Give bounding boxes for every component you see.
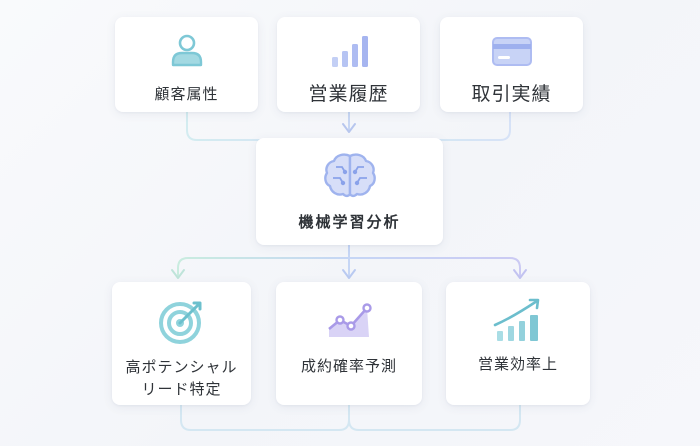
arrow-into-center bbox=[342, 123, 356, 133]
arrow-output-3 bbox=[513, 269, 527, 279]
input-card-sales-history: 営業履歴 bbox=[277, 17, 420, 112]
input-card-customer: 顧客属性 bbox=[115, 17, 258, 112]
output-label-efficiency: 営業効率上 bbox=[477, 355, 558, 373]
brain-circuit-icon bbox=[323, 153, 376, 198]
connector-bottom bbox=[180, 405, 521, 431]
output-label-lead-line2: リード特定 bbox=[141, 380, 222, 398]
output-label-lead-line1: 高ポテンシャル bbox=[125, 358, 238, 376]
growth-bars-icon bbox=[493, 298, 540, 341]
input-card-transactions: 取引実績 bbox=[440, 17, 583, 112]
output-label-lead: 高ポテンシャル リード特定 bbox=[125, 356, 237, 400]
output-label-close-prediction: 成約確率予測 bbox=[300, 357, 397, 375]
connector-output-branch bbox=[177, 257, 521, 276]
output-card-close-prediction: 成約確率予測 bbox=[276, 282, 422, 405]
arrow-output-1 bbox=[171, 269, 185, 279]
person-icon bbox=[171, 34, 202, 67]
arrow-output-2 bbox=[342, 269, 356, 279]
target-icon bbox=[158, 301, 201, 344]
connector-input-3 bbox=[349, 112, 511, 141]
output-card-sales-efficiency: 営業効率上 bbox=[446, 282, 590, 405]
output-card-lead-identification: 高ポテンシャル リード特定 bbox=[112, 282, 251, 405]
bar-chart-icon bbox=[331, 36, 368, 67]
input-label-customer: 顧客属性 bbox=[154, 85, 219, 103]
credit-card-icon bbox=[491, 37, 532, 66]
center-card-ml-analysis: 機械学習分析 bbox=[256, 138, 443, 245]
input-label-transactions: 取引実績 bbox=[471, 83, 552, 105]
center-label: 機械学習分析 bbox=[298, 213, 401, 231]
trend-line-icon bbox=[328, 303, 372, 337]
input-label-sales-history: 営業履歴 bbox=[308, 83, 389, 105]
connector-input-1 bbox=[186, 112, 349, 141]
